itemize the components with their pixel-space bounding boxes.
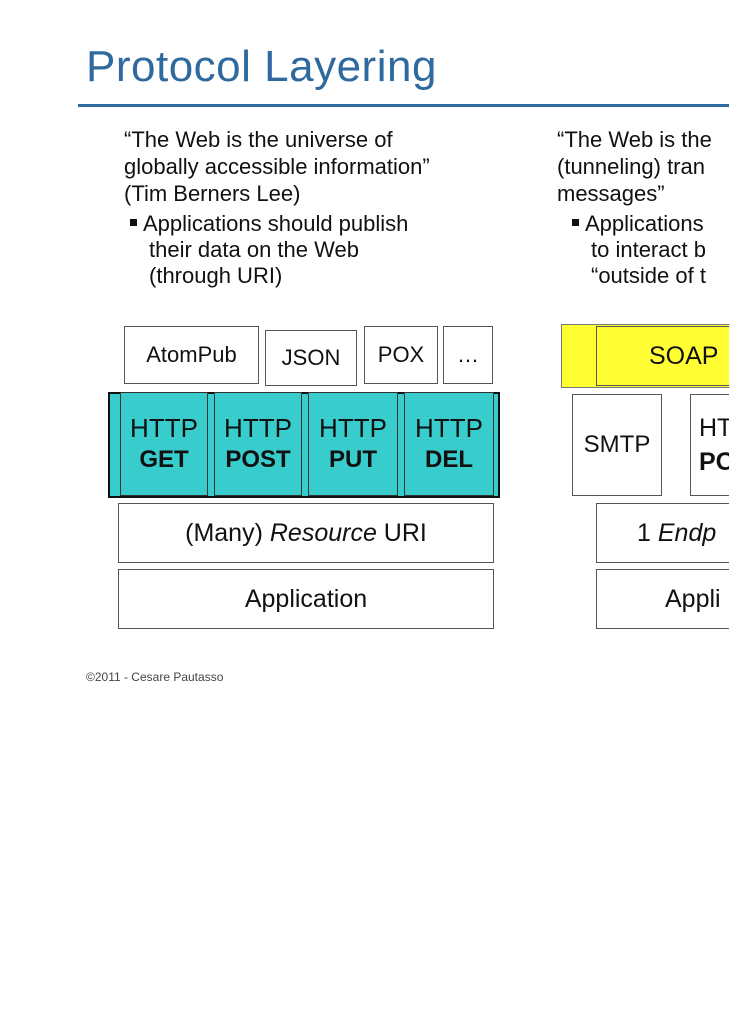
left-quote-line: “The Web is the universe of (124, 127, 393, 152)
http-post-box: HTTP POST (214, 392, 302, 496)
endpoint-prefix: 1 (637, 518, 658, 547)
http-proto-label: HTTP (319, 413, 387, 443)
left-quote-line: (Tim Berners Lee) (124, 181, 301, 206)
endpoint-emphasis: Endp (657, 518, 717, 547)
right-quote: “The Web is the (tunneling) tran message… (557, 126, 712, 207)
http-proto-label: HTTP (130, 413, 198, 443)
format-box-more: … (443, 326, 493, 384)
bullet-square-icon (130, 218, 137, 226)
http-verb-label: POST (225, 446, 291, 473)
left-quote-line: globally accessible information” (124, 154, 430, 179)
left-quote: “The Web is the universe of globally acc… (124, 126, 430, 207)
http-proto-label: HT (699, 414, 729, 442)
copyright-footer: ©2011 - Cesare Pautasso (86, 670, 224, 684)
soap-box: SOAP (596, 326, 729, 386)
left-bullet-line: Applications should publish (143, 211, 409, 236)
uri-prefix: (Many) (185, 518, 270, 547)
endpoint-box: 1 Endp (596, 503, 729, 563)
http-proto-label: HTTP (224, 413, 292, 443)
format-box-json: JSON (265, 330, 357, 386)
left-bullet: Applications should publish their data o… (130, 211, 408, 289)
http-post-box-right: HT PO (690, 394, 729, 496)
uri-suffix: URI (376, 518, 427, 547)
smtp-box: SMTP (572, 394, 662, 496)
format-box-atompub: AtomPub (124, 326, 259, 384)
http-verb-label: DEL (425, 446, 473, 473)
left-bullet-line: their data on the Web (149, 237, 359, 262)
application-box-right: Appli (596, 569, 729, 629)
right-bullet: Applications to interact b “outside of t (572, 211, 706, 289)
http-verb-label: PUT (329, 446, 377, 473)
http-put-box: HTTP PUT (308, 392, 398, 496)
bullet-square-icon (572, 218, 579, 226)
left-bullet-line: (through URI) (149, 263, 283, 288)
right-quote-line: “The Web is the (557, 127, 712, 152)
http-verb-label: PO (699, 448, 729, 476)
http-verb-label: GET (139, 446, 189, 473)
http-del-box: HTTP DEL (404, 392, 494, 496)
right-bullet-line: to interact b (591, 237, 706, 262)
resource-uri-box: (Many) Resource URI (118, 503, 494, 563)
application-box-left: Application (118, 569, 494, 629)
right-quote-line: messages” (557, 181, 665, 206)
http-proto-label: HTTP (415, 413, 483, 443)
format-box-pox: POX (364, 326, 438, 384)
right-bullet-line: Applications (585, 211, 704, 236)
slide-title: Protocol Layering (86, 42, 437, 91)
uri-emphasis: Resource (269, 518, 377, 547)
title-underline (78, 104, 729, 107)
http-get-box: HTTP GET (120, 392, 208, 496)
right-bullet-line: “outside of t (591, 263, 706, 288)
right-quote-line: (tunneling) tran (557, 154, 705, 179)
